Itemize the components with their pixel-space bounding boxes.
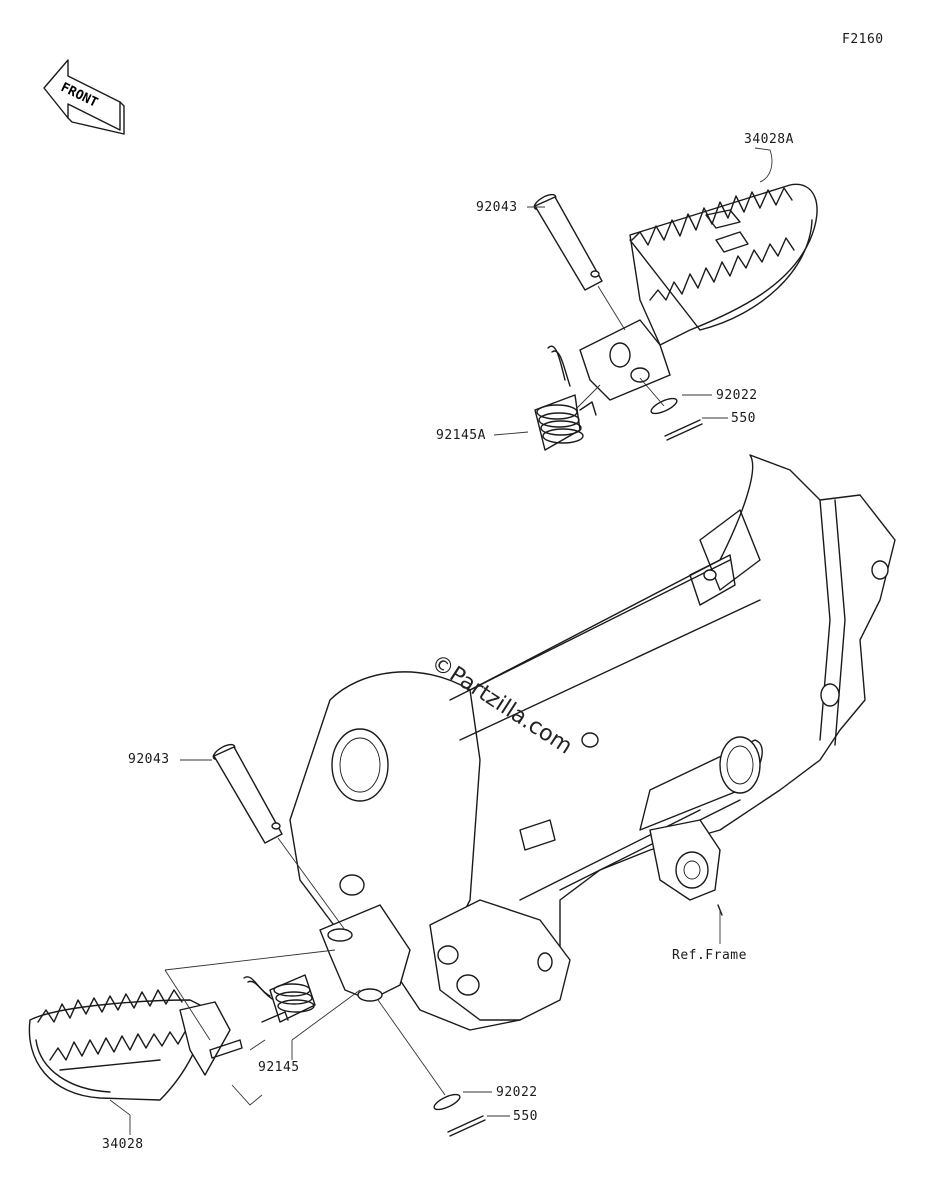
spring-lower [243, 974, 316, 1023]
footpeg-left [28, 989, 243, 1101]
cotter-upper [664, 419, 703, 441]
cotter-lower [447, 1115, 486, 1137]
label-34028: 34028 [102, 1137, 144, 1152]
label-92022-upper: 92022 [716, 388, 758, 403]
label-34028a: 34028A [744, 132, 794, 147]
frame [289, 454, 896, 1031]
pin-upper [533, 193, 603, 291]
spring-upper [534, 345, 597, 451]
label-550-lower: 550 [513, 1109, 538, 1124]
mount-lower [319, 904, 411, 1002]
label-550-upper: 550 [731, 411, 756, 426]
pin-lower [212, 743, 283, 844]
label-ref-frame: Ref.Frame [672, 948, 747, 963]
label-92043-lower: 92043 [128, 752, 170, 767]
label-92145: 92145 [258, 1060, 300, 1075]
label-92022-lower: 92022 [496, 1085, 538, 1100]
diagram-code: F2160 [842, 32, 884, 47]
washer-lower [433, 1093, 461, 1111]
leader-lines [109, 147, 773, 1135]
footpeg-right [579, 183, 818, 401]
label-92145a: 92145A [436, 428, 486, 443]
label-92043-upper: 92043 [476, 200, 518, 215]
front-arrow-icon: FRONT [43, 59, 125, 135]
